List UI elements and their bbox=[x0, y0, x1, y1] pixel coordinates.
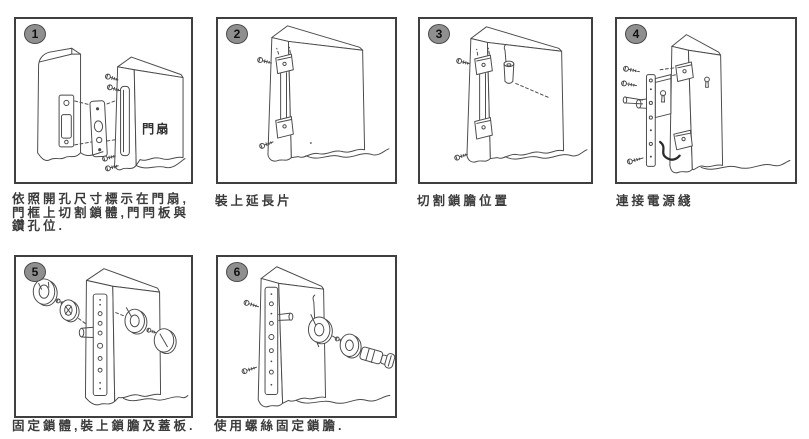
screw-icon bbox=[456, 58, 470, 65]
door-frame-post bbox=[37, 47, 82, 162]
step-6-badge: 6 bbox=[226, 262, 248, 282]
screw-icon bbox=[106, 84, 121, 92]
strike-plate bbox=[89, 100, 108, 158]
step-4-caption: 連接電源綫 bbox=[616, 194, 694, 208]
screw-icon bbox=[259, 141, 274, 149]
step-3-illustration bbox=[454, 26, 588, 163]
screw-icon bbox=[104, 73, 119, 81]
torn-ground-line bbox=[504, 149, 588, 160]
cover-plate bbox=[59, 299, 80, 323]
mortise-lock-body bbox=[635, 74, 672, 167]
step-number: 6 bbox=[233, 265, 241, 279]
screw-icon bbox=[626, 157, 644, 165]
screw-icon bbox=[243, 299, 260, 308]
step-panel-6: 6 bbox=[216, 255, 397, 418]
step-1-caption: 依照開孔尺寸標示在門扇,門框上切割鎖體,門閂板與鑽孔位. bbox=[12, 192, 189, 233]
screw-icon bbox=[621, 80, 637, 87]
guide-dashes bbox=[78, 312, 126, 325]
escutcheon-ring bbox=[32, 278, 58, 307]
step-panel-4: 4 bbox=[615, 17, 797, 184]
screw-icon bbox=[454, 153, 468, 161]
step-4-badge: 4 bbox=[625, 24, 647, 44]
connecting-rod bbox=[622, 96, 644, 105]
door-post bbox=[466, 26, 565, 163]
alignment-dashes bbox=[74, 99, 121, 146]
step-2-caption: 裝上延長片 bbox=[215, 194, 293, 208]
mortise-bracket bbox=[673, 61, 694, 151]
screw-icon bbox=[104, 164, 119, 172]
step-panel-5: 5 bbox=[14, 255, 193, 418]
step-6-caption: 使用螺絲固定鎖膽. bbox=[214, 419, 345, 433]
cover-plate bbox=[339, 333, 362, 359]
door-leaf-label: 門扇 bbox=[142, 121, 170, 136]
screw-icon bbox=[241, 366, 258, 375]
torn-ground-line bbox=[305, 148, 390, 159]
power-wire bbox=[659, 140, 681, 161]
door-post bbox=[669, 34, 724, 174]
step-5-illustration bbox=[32, 268, 189, 406]
cover-plate bbox=[153, 328, 177, 355]
step-number: 1 bbox=[31, 27, 39, 41]
torn-ground-line bbox=[700, 160, 791, 170]
extension-strip bbox=[474, 47, 493, 140]
torn-ground-line bbox=[80, 151, 104, 156]
step-panel-1: 1 bbox=[14, 17, 193, 184]
door-post bbox=[267, 25, 366, 162]
screw-icon bbox=[257, 57, 272, 64]
step-5-caption: 固定鎖體,裝上鎖膽及蓋板. bbox=[12, 419, 196, 433]
lock-faceplate bbox=[264, 286, 294, 396]
escutcheon-ring bbox=[124, 307, 148, 335]
step-6-illustration bbox=[241, 266, 395, 408]
step-4-illustration bbox=[621, 34, 791, 174]
torn-ground-line bbox=[135, 158, 186, 169]
step-panel-3: 3 bbox=[418, 17, 593, 184]
screw-icon bbox=[146, 327, 157, 334]
step-number: 2 bbox=[233, 27, 241, 41]
extension-strip bbox=[275, 46, 294, 139]
step-1-illustration: 門扇 bbox=[37, 47, 186, 172]
step-number: 5 bbox=[31, 265, 39, 279]
step-3-caption: 切割鎖膽位置 bbox=[417, 194, 511, 208]
step-2-illustration bbox=[257, 25, 390, 162]
step-number: 3 bbox=[435, 27, 443, 41]
step-2-badge: 2 bbox=[226, 24, 248, 44]
lock-faceplate bbox=[78, 293, 108, 397]
door-leaf-post bbox=[114, 56, 184, 171]
screw-icon bbox=[623, 65, 640, 73]
guide-dashes bbox=[515, 82, 551, 99]
step-number: 4 bbox=[632, 27, 640, 41]
step-panel-2: 2 bbox=[216, 17, 397, 184]
lock-cylinder bbox=[503, 43, 515, 84]
torn-ground-line bbox=[123, 395, 189, 402]
screw-icon bbox=[102, 155, 116, 162]
thumbturn-knob bbox=[384, 353, 395, 369]
torn-ground-line bbox=[295, 395, 391, 404]
step-1-badge: 1 bbox=[24, 24, 46, 44]
step-3-badge: 3 bbox=[428, 24, 450, 44]
escutcheon-ring bbox=[307, 314, 333, 348]
keyhole-icon bbox=[704, 76, 710, 88]
step-5-badge: 5 bbox=[24, 262, 46, 282]
